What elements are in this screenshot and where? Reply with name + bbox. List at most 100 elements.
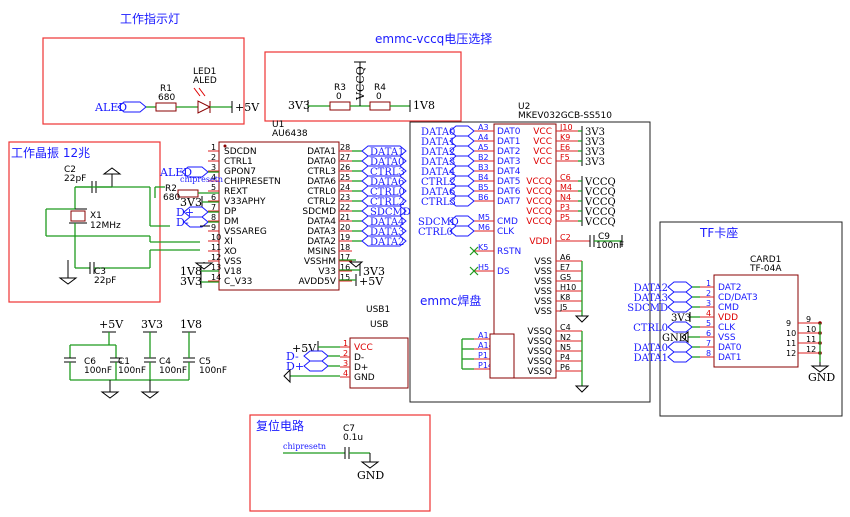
u2-pin-num: P14 [478,361,493,370]
u2-net-label: CTRL2 [421,177,456,188]
r2-ref: R2 [165,184,177,194]
r4-ref: R4 [374,83,386,93]
u1-net-label: DATA3 [370,227,404,238]
u2-pwr-label: VCCQ [584,177,616,188]
u2-pin-name: DAT0 [497,127,521,137]
u1-v33-pwr: 3V3 [363,265,385,278]
r2-value: 680 [163,193,180,203]
gnd-icon [810,365,830,373]
card-pin-num: 6 [706,329,711,338]
net-flag-icon [667,291,693,303]
usb-pin-num: 1 [343,339,348,348]
r1-ref: R1 [160,84,172,94]
u1-v33aphy-net: 3V3 [180,196,202,209]
u1-net-label: CTRL3 [370,167,405,178]
net-flag-icon [667,321,693,333]
u2-pin-name: VSS [534,267,552,277]
vccq-label: VCCQ [354,66,367,101]
u2-pwr-label: VCCQ [584,217,616,228]
led-diode-icon [197,100,212,114]
u2-net-label: DATA2 [421,147,455,158]
u1-pin-name: XI [224,237,233,247]
u1-pin-name: DATA1 [307,147,336,157]
u2-pin-num: H5 [478,263,489,272]
card-pin-name: DAT0 [718,343,742,353]
u2-pin-num: A1 [478,331,489,340]
resistor-r3 [329,101,351,111]
u2-pin-num: A6 [560,253,571,262]
card-pin-num: 5 [706,319,711,328]
card-pin-num: 2 [706,289,711,298]
card-net-label: 3V3 [671,313,691,324]
card-net-label: DATA2 [634,283,668,294]
card-ref: CARD1 [750,255,781,265]
vccq-left-net: 3V3 [288,99,310,112]
u1-pin-num: 17 [340,253,350,262]
u2-pin-num: P4 [560,353,570,362]
u1-part: AU6438 [272,129,308,139]
card-shield-num-inner: 10 [786,329,796,338]
u2-pin-name: VCCQ [526,197,552,207]
card-gnd-label: GND [808,371,835,384]
u1-pin-name: V33APHY [224,197,266,207]
u1-net-label: DATA0 [370,157,404,168]
u2-pin-num: N5 [560,343,571,352]
resistor-r4 [369,101,391,111]
card-pin-name: CLK [718,323,736,333]
u1-net-label: CTRL2 [370,197,405,208]
u2-net-label: CTRL3 [421,197,456,208]
u1-dp-net: D+ [176,206,194,219]
u1-pin-name: GPON7 [224,167,256,177]
rail-5v: +5V [99,318,124,331]
u2-pin-name: VSS [534,297,552,307]
c6-value: 100nF [84,366,112,376]
usb-pin-name: VCC [354,343,373,353]
usb-pin-num: 4 [343,369,348,378]
u1-pin-num: 14 [211,273,221,282]
u2-pin-name: VCCQ [526,217,552,227]
u2-pin-num: F5 [560,153,570,162]
u2-pin-num: A3 [478,123,489,132]
card-shield-num: 12 [806,345,816,354]
u2-pin-num: E6 [560,143,570,152]
c7-value: 0.1u [343,433,363,443]
u1-pin-num: 24 [340,183,350,192]
card-shield-num: 9 [806,315,811,324]
u2-pin-num: A4 [478,133,489,142]
u2-net-label: DATA1 [421,137,455,148]
u2-pwr-label: 3V3 [585,137,605,148]
c1-ref: C1 [118,357,130,367]
gnd-icon [100,391,120,399]
c4-value: 100nF [159,366,187,376]
u1-avdd-pwr: +5V [359,275,384,288]
led-section-frame [42,37,245,125]
card-pin-name: CMD [718,303,739,313]
u2-pin-num: J10 [559,123,573,132]
net-flag-icon [667,281,693,293]
net-flag-icon [667,351,693,363]
u2-pin-num: N4 [560,193,571,202]
u2-pin-name: DAT4 [497,167,521,177]
u2-pin-num: A5 [478,143,489,152]
u2-pin-num: E7 [560,263,570,272]
u2-pin-name: VSS [534,257,552,267]
u2-pin-name: VCCQ [526,177,552,187]
reset-section-title: 复位电路 [256,418,304,433]
u2-pin-num: B4 [478,173,489,182]
u2-pin-num: B6 [478,193,489,202]
u2-pin-num: M6 [478,223,490,232]
x1-ref: X1 [90,211,102,221]
u1-pin-num: 27 [340,153,350,162]
u2-pin-num: C6 [560,173,571,182]
u1-net-label: CTRL0 [370,187,405,198]
u1-cv33-net: 3V3 [180,275,202,288]
u2-pin-name: DAT5 [497,177,520,187]
u1-v18-net: 1V8 [180,265,202,278]
u2-pin-name: VCC [533,157,552,167]
c3-value: 22pF [94,276,116,286]
